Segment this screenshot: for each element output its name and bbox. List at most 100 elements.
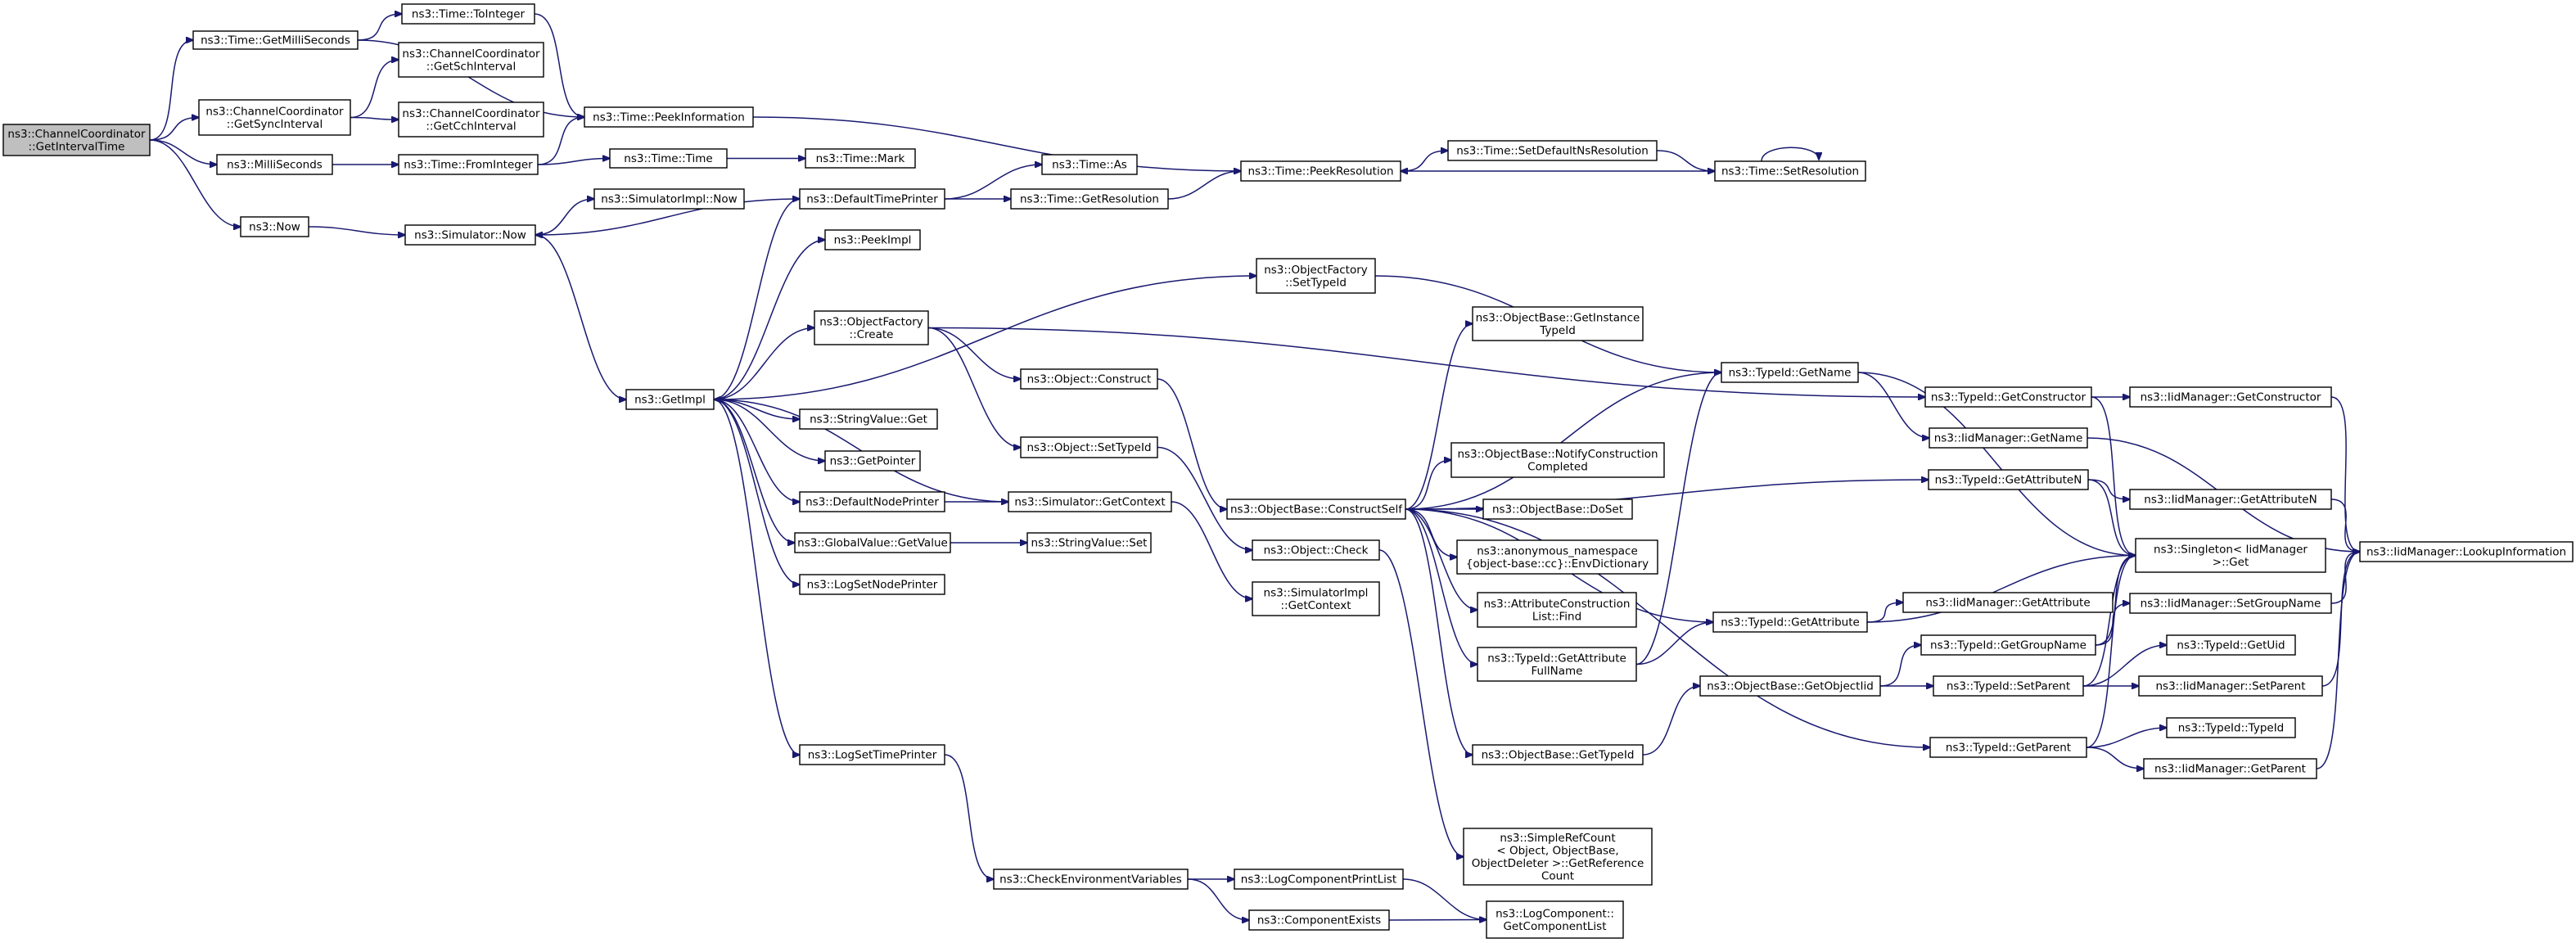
node-box[interactable] <box>2166 717 2296 738</box>
node-box[interactable] <box>2135 538 2326 573</box>
node-box[interactable] <box>1477 592 1637 628</box>
node-default-time-printer[interactable]: ns3::DefaultTimePrinter <box>799 188 945 210</box>
node-box[interactable] <box>1041 154 1138 175</box>
node-time-time[interactable]: ns3::Time::Time <box>609 148 728 169</box>
node-box[interactable] <box>625 389 715 410</box>
node-set-default-ns-resolution[interactable]: ns3::Time::SetDefaultNsResolution <box>1447 140 1658 161</box>
node-component-exists[interactable]: ns3::ComponentExists <box>1248 909 1390 931</box>
node-object-check[interactable]: ns3::Object::Check <box>1252 539 1380 561</box>
node-box[interactable] <box>1472 744 1644 765</box>
node-now[interactable]: ns3::Now <box>240 216 309 237</box>
node-set-resolution[interactable]: ns3::Time::SetResolution <box>1714 160 1866 182</box>
node-iid-get-attribute[interactable]: ns3::IidManager::GetAttribute <box>1902 592 2114 613</box>
node-ofcreate[interactable]: ns3::ObjectFactory::Create <box>814 310 929 345</box>
node-box[interactable] <box>2129 386 2332 408</box>
node-box[interactable] <box>1252 539 1380 561</box>
node-box[interactable] <box>799 744 945 765</box>
node-peek-resolution[interactable]: ns3::Time::PeekResolution <box>1240 160 1401 182</box>
node-get-resolution[interactable]: ns3::Time::GetResolution <box>1010 188 1169 210</box>
node-box[interactable] <box>1020 368 1158 390</box>
node-box[interactable] <box>1248 909 1390 931</box>
node-get-constructor[interactable]: ns3::TypeId::GetConstructor <box>1924 386 2092 408</box>
node-string-value-set[interactable]: ns3::StringValue::Set <box>1026 532 1152 553</box>
node-box[interactable] <box>794 532 951 553</box>
node-type-id-get-group-name[interactable]: ns3::TypeId::GetGroupName <box>1920 634 2096 656</box>
node-box[interactable] <box>2143 758 2317 779</box>
node-get-object-iid[interactable]: ns3::ObjectBase::GetObjectIid <box>1699 675 1881 697</box>
node-milli-seconds[interactable]: ns3::MilliSeconds <box>216 154 333 175</box>
node-box[interactable] <box>1721 362 1859 383</box>
node-sim-impl-get-context[interactable]: ns3::SimulatorImpl::GetContext <box>1252 581 1380 616</box>
node-get-impl[interactable]: ns3::GetImpl <box>625 389 715 410</box>
node-get-sync-interval[interactable]: ns3::ChannelCoordinator::GetSyncInterval <box>198 99 351 136</box>
node-type-id-get-name[interactable]: ns3::TypeId::GetName <box>1721 362 1859 383</box>
node-object-set-type-id[interactable]: ns3::Object::SetTypeId <box>1020 436 1158 458</box>
node-get-pointer[interactable]: ns3::GetPointer <box>824 450 921 472</box>
node-box[interactable] <box>799 188 945 210</box>
node-object-base-get-type-id[interactable]: ns3::ObjectBase::GetTypeId <box>1472 744 1644 765</box>
node-box[interactable] <box>1234 869 1404 890</box>
node-to-integer[interactable]: ns3::Time::ToInteger <box>401 3 535 25</box>
node-iid-set-parent[interactable]: ns3::IidManager::SetParent <box>2138 675 2323 697</box>
node-box[interactable] <box>609 148 728 169</box>
node-type-id-type-id[interactable]: ns3::TypeId::TypeId <box>2166 717 2296 738</box>
node-construct-self[interactable]: ns3::ObjectBase::ConstructSelf <box>1226 499 1406 520</box>
node-do-set[interactable]: ns3::ObjectBase::DoSet <box>1482 499 1633 520</box>
node-string-value-get[interactable]: ns3::StringValue::Get <box>799 408 938 430</box>
node-box[interactable] <box>1714 160 1866 182</box>
node-check-environment-variables[interactable]: ns3::CheckEnvironmentVariables <box>993 869 1189 890</box>
node-box[interactable] <box>1240 160 1401 182</box>
node-box[interactable] <box>1482 499 1633 520</box>
node-get-uid[interactable]: ns3::TypeId::GetUid <box>2166 634 2296 656</box>
node-box[interactable] <box>240 216 309 237</box>
node-get-component-list[interactable]: ns3::LogComponent::GetComponentList <box>1486 900 1624 939</box>
node-notify-construction-completed[interactable]: ns3::ObjectBase::NotifyConstructionCompl… <box>1450 442 1665 478</box>
node-iid-get-constructor[interactable]: ns3::IidManager::GetConstructor <box>2129 386 2332 408</box>
node-iid-get-attribute-n[interactable]: ns3::IidManager::GetAttributeN <box>2129 489 2332 510</box>
node-sim-get-context[interactable]: ns3::Simulator::GetContext <box>1008 491 1172 512</box>
node-box[interactable] <box>1477 647 1637 682</box>
node-box[interactable] <box>2359 541 2574 562</box>
node-box[interactable] <box>398 154 539 175</box>
node-iid-get-name[interactable]: ns3::IidManager::GetName <box>1929 427 2088 449</box>
node-get-attribute-n[interactable]: ns3::TypeId::GetAttributeN <box>1928 469 2089 490</box>
node-box[interactable] <box>398 42 544 78</box>
node-box[interactable] <box>1463 828 1653 886</box>
node-box[interactable] <box>2129 593 2332 614</box>
node-peek-impl[interactable]: ns3::PeekImpl <box>824 229 921 250</box>
node-box[interactable] <box>192 30 359 50</box>
node-get-cch-interval[interactable]: ns3::ChannelCoordinator::GetCchInterval <box>398 102 544 138</box>
node-box[interactable] <box>1929 737 2087 758</box>
node-box[interactable] <box>1924 386 2092 408</box>
node-box[interactable] <box>824 450 921 472</box>
node-box[interactable] <box>1902 592 2114 613</box>
node-env-dictionary[interactable]: ns3::anonymous_namespace{object-base::cc… <box>1456 539 1658 575</box>
node-iid-get-parent[interactable]: ns3::IidManager::GetParent <box>2143 758 2317 779</box>
node-box[interactable] <box>398 102 544 138</box>
node-box[interactable] <box>1450 442 1665 478</box>
node-box[interactable] <box>1712 611 1868 633</box>
node-box[interactable] <box>993 869 1189 890</box>
node-box[interactable] <box>805 148 916 169</box>
node-box[interactable] <box>1920 634 2096 656</box>
node-box[interactable] <box>2166 634 2296 656</box>
node-mark[interactable]: ns3::Time::Mark <box>805 148 916 169</box>
node-box[interactable] <box>1008 491 1172 512</box>
node-default-node-printer[interactable]: ns3::DefaultNodePrinter <box>799 491 945 512</box>
node-box[interactable] <box>814 310 929 345</box>
node-box[interactable] <box>198 99 351 136</box>
node-box[interactable] <box>1933 675 2084 697</box>
node-type-id-get-parent[interactable]: ns3::TypeId::GetParent <box>1929 737 2087 758</box>
node-global-value-get-value[interactable]: ns3::GlobalValue::GetValue <box>794 532 951 553</box>
node-box[interactable] <box>1928 469 2089 490</box>
node-box[interactable] <box>1472 306 1644 341</box>
node-box[interactable] <box>1026 532 1152 553</box>
node-box[interactable] <box>799 574 945 595</box>
node-object-construct[interactable]: ns3::Object::Construct <box>1020 368 1158 390</box>
node-box[interactable] <box>593 188 745 210</box>
node-simulator-now[interactable]: ns3::Simulator::Now <box>404 224 536 246</box>
node-box[interactable] <box>2138 675 2323 697</box>
node-type-id-set-parent[interactable]: ns3::TypeId::SetParent <box>1933 675 2084 697</box>
